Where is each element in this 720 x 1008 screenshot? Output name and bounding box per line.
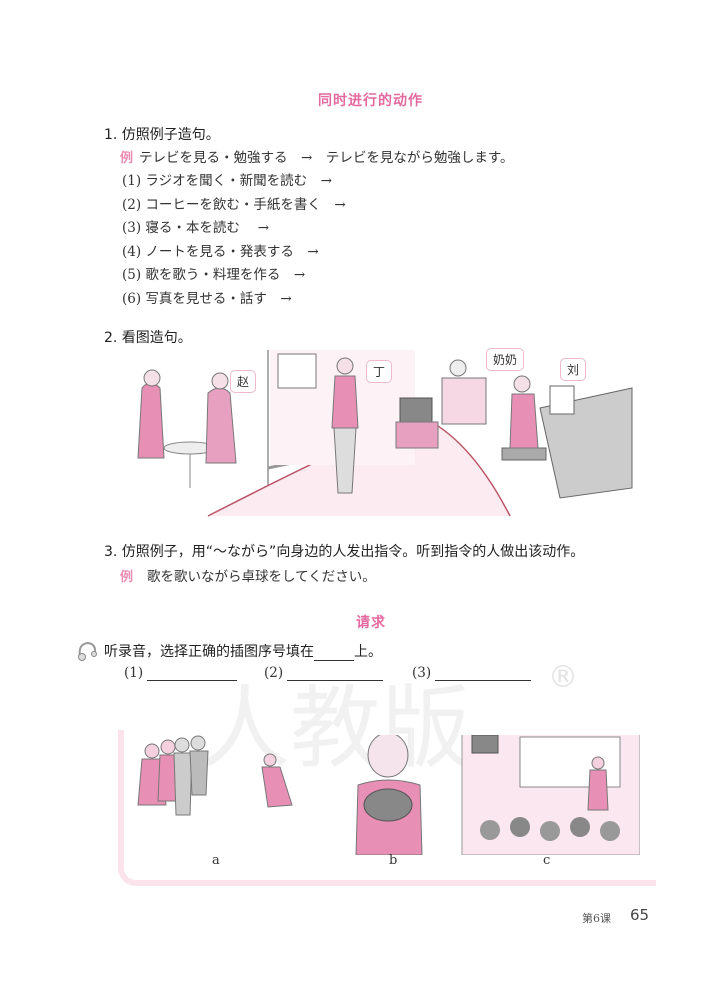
headphones-icon	[76, 640, 98, 666]
question-3-example: 例歌を歌いながら卓球をしてください。	[120, 565, 376, 585]
list-item: (6) 写真を見せる・話す →	[122, 290, 292, 307]
answer-blank-3[interactable]: (3)	[412, 665, 532, 681]
example-text: 歌を歌いながら卓球をしてください。	[147, 569, 376, 585]
blank-number: (3)	[412, 665, 432, 681]
blank-number: (2)	[264, 665, 284, 681]
figure-label-a: a	[212, 853, 220, 868]
question-1-items: (1) ラジオを聞く・新聞を読む → (2) コーヒーを飲む・手紙を書く → (…	[122, 170, 346, 311]
list-item: (3) 寝る・本を読む →	[122, 220, 270, 236]
answer-line[interactable]	[287, 666, 384, 681]
publisher-watermark: 人教版	[200, 676, 470, 781]
page-number: 65	[630, 906, 650, 924]
figures-illustrations	[130, 724, 641, 856]
section-title-request: 请求	[356, 615, 386, 631]
instruction-text: 听录音，选择正确的插图序号填在	[104, 644, 314, 660]
room-scene-icon	[137, 350, 633, 517]
list-item: (2) コーヒーを飲む・手紙を書く →	[122, 196, 346, 213]
example-mark: 例	[120, 151, 134, 166]
speech-bubble-zhao: 赵	[230, 370, 257, 393]
list-item: (4) ノートを見る・発表する →	[122, 243, 319, 260]
answer-blank-1[interactable]: (1)	[124, 665, 238, 681]
instruction-blank	[314, 646, 354, 661]
answer-blank-2[interactable]: (2)	[264, 665, 384, 681]
section-title-simultaneous-actions: 同时进行的动作	[318, 93, 423, 109]
question-3-label: 3. 仿照例子，用“～ながら”向身边的人发出指令。听到指令的人做出该动作。	[104, 544, 585, 560]
figure-label-c: c	[543, 853, 551, 868]
instruction-end: 上。	[354, 644, 382, 660]
figures-icon	[137, 724, 641, 856]
speech-bubble-ding: 丁	[366, 360, 393, 383]
lesson-label: 第6课	[582, 912, 611, 925]
listening-instruction: 听录音，选择正确的插图序号填在 上。	[104, 641, 382, 661]
question-1-example: 例テレビを見る・勉強する → テレビを見ながら勉強します。	[120, 146, 513, 166]
scene-illustration: 赵 丁 奶奶 刘	[120, 348, 636, 518]
registered-mark: ®	[548, 660, 578, 695]
question-1-label: 1. 仿照例子造句。	[104, 127, 220, 143]
list-item: (1) ラジオを聞く・新聞を読む →	[122, 173, 332, 189]
answer-line[interactable]	[147, 666, 238, 681]
speech-bubble-grandma: 奶奶	[486, 348, 525, 371]
question-2-label: 2. 看图造句。	[104, 330, 192, 346]
speech-bubble-liu: 刘	[560, 358, 587, 381]
example-mark: 例	[120, 570, 134, 585]
figures-panel	[118, 730, 656, 886]
answer-line[interactable]	[435, 666, 532, 681]
example-text: テレビを見る・勉強する → テレビを見ながら勉強します。	[139, 150, 514, 166]
figure-label-b: b	[389, 853, 398, 868]
blank-number: (1)	[124, 665, 144, 681]
list-item: (5) 歌を歌う・料理を作る →	[122, 267, 306, 283]
